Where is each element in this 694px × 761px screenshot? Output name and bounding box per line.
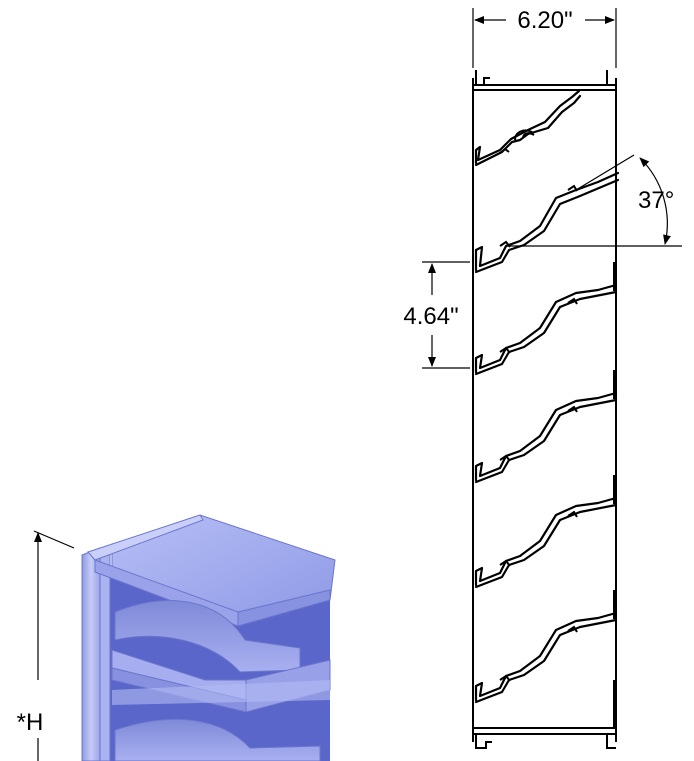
blade-5 [474, 496, 618, 589]
louver-frame [472, 70, 617, 749]
pitch-dimension: 4.64" [403, 261, 470, 369]
blade-2 [474, 171, 620, 274]
width-dimension: 6.20" [472, 7, 617, 68]
blade-1 [474, 89, 582, 167]
blade-6 [474, 611, 618, 704]
louver-blades [474, 89, 620, 728]
blade-3 [474, 283, 618, 376]
pitch-label: 4.64" [403, 303, 458, 330]
angle-dimension: 37° [506, 154, 682, 247]
angle-label: 37° [638, 187, 674, 214]
width-label: 6.20" [517, 7, 572, 34]
louver-3d-view [81, 514, 336, 761]
height-label: *H [17, 709, 44, 736]
blade-4 [474, 391, 618, 484]
height-dimension: *H [17, 530, 75, 761]
